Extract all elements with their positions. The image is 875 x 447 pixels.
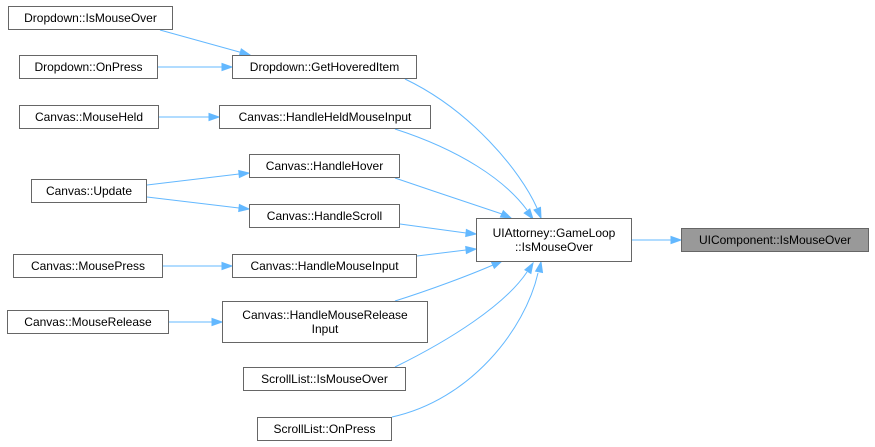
edge-gethovereditem-to-uiattorney [404,78,542,220]
edge-line [399,223,467,234]
edge-handlemousereleaseinput-to-uiattorney [394,260,504,302]
node-canvas-mouse-held[interactable]: Canvas::MouseHeld [19,105,159,129]
node-canvas-handle-scroll[interactable]: Canvas::HandleScroll [249,204,400,228]
node-canvas-mouse-release[interactable]: Canvas::MouseRelease [7,310,169,334]
node-canvas-handle-held-mouse-input[interactable]: Canvas::HandleHeldMouseInput [219,105,431,129]
node-canvas-handle-mouse-input[interactable]: Canvas::HandleMouseInput [232,254,417,278]
edge-line [394,264,494,302]
edge-arrowhead [490,260,504,270]
edge-canvas-mouseheld-to-handleheldmouseinput [159,112,221,122]
edge-canvas-update-to-handlescroll [146,196,251,213]
node-dropdown-on-press[interactable]: Dropdown::OnPress [19,55,158,79]
node-canvas-handle-hover[interactable]: Canvas::HandleHover [249,154,400,178]
edge-line [394,177,503,215]
edge-handlehover-to-uiattorney [394,177,513,219]
edge-arrowhead [524,261,534,275]
edge-line [416,249,467,257]
edge-dropdown-ismouseover-to-gethovereditem [159,29,252,57]
edge-arrowhead [670,235,683,245]
edge-arrowhead [465,228,478,238]
edge-arrowhead [238,203,251,213]
edge-scrolllist-ismouseover-to-uiattorney [394,261,534,368]
edge-canvas-mouserelease-to-handlemousereleaseinput [169,317,224,327]
node-canvas-update[interactable]: Canvas::Update [31,179,147,203]
edge-line [394,128,528,211]
edge-line [391,272,539,418]
edge-arrowhead [534,260,544,274]
edge-arrowhead [533,206,542,220]
edge-arrowhead [499,209,513,219]
node-scrolllist-is-mouse-over[interactable]: ScrollList::IsMouseOver [243,367,406,391]
edge-arrowhead [523,208,534,221]
edge-handleheldmouseinput-to-uiattorney [394,128,534,221]
edge-scrolllist-onpress-to-uiattorney [391,260,544,418]
edge-canvas-update-to-handlehover [146,169,251,186]
edge-handlemouseinput-to-uiattorney [416,245,478,257]
edge-arrowhead [208,112,221,122]
node-scrolllist-on-press[interactable]: ScrollList::OnPress [257,417,392,441]
node-canvas-handle-mouse-release-input[interactable]: Canvas::HandleMouseRelease Input [222,301,428,343]
edge-arrowhead [221,261,234,271]
node-dropdown-get-hovered-item[interactable]: Dropdown::GetHoveredItem [232,55,417,79]
edge-arrowhead [238,169,251,179]
edge-arrowhead [465,245,478,255]
edge-uiattorney-to-uicomponent [632,235,683,245]
edge-dropdown-onpress-to-gethovereditem [158,62,234,72]
edge-line [146,173,240,186]
edge-arrowhead [211,317,224,327]
node-dropdown-is-mouse-over[interactable]: Dropdown::IsMouseOver [8,6,173,30]
edge-arrowhead [221,62,234,72]
node-uiattorney-gameloop-is-mouse-over[interactable]: UIAttorney::GameLoop ::IsMouseOver [476,218,632,262]
edge-canvas-mousepress-to-handlemouseinput [163,261,234,271]
node-canvas-mouse-press[interactable]: Canvas::MousePress [13,254,163,278]
edge-line [394,271,528,368]
edge-handlescroll-to-uiattorney [399,223,478,238]
edge-line [159,29,244,54]
node-uicomponent-is-mouse-over[interactable]: UIComponent::IsMouseOver [681,228,869,252]
edge-line [404,78,538,209]
edge-line [146,196,240,209]
